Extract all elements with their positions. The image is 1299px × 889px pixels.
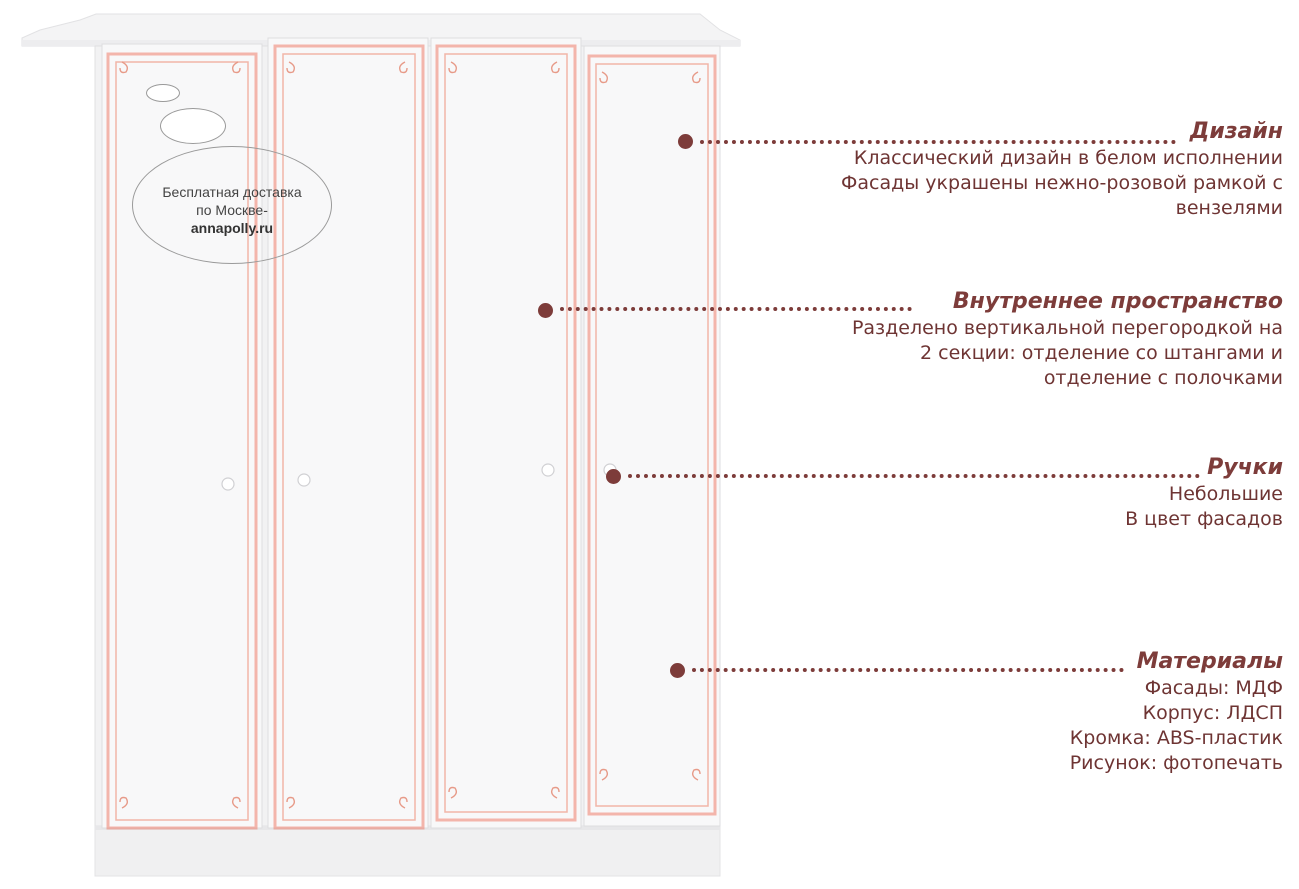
promo-bubble-small [146, 84, 180, 102]
handles-pointer-dot [606, 469, 621, 484]
design-pointer-dot [678, 134, 693, 149]
design-leader-line [700, 140, 1176, 144]
feature-handles-line-1: Небольшие [1168, 483, 1283, 505]
monogram-ornament-icons [119, 61, 701, 809]
interior-leader-line [560, 307, 912, 311]
feature-design-title: Дизайн [1189, 119, 1283, 144]
promo-line-2: по Москве- [196, 202, 268, 218]
feature-design-line-2: Фасады украшены нежно-розовой рамкой с [841, 172, 1283, 194]
feature-materials-line-1: Фасады: МДФ [1144, 677, 1283, 699]
handles-leader-line [628, 474, 1200, 478]
feature-handles-title: Ручки [1207, 455, 1283, 480]
interior-pointer-dot [538, 303, 553, 318]
door-2 [267, 37, 429, 830]
feature-interior-line-1: Разделено вертикальной перегородкой на [851, 317, 1283, 339]
feature-handles-line-2: В цвет фасадов [1125, 508, 1283, 530]
door-3 [430, 37, 582, 829]
materials-pointer-dot [670, 663, 685, 678]
feature-interior-line-2: 2 секции: отделение со штангами и [920, 342, 1283, 364]
feature-interior-title: Внутреннее пространство [952, 289, 1283, 314]
feature-materials-line-2: Корпус: ЛДСП [1142, 702, 1283, 724]
materials-leader-line [692, 668, 1124, 672]
door-4 [583, 45, 721, 827]
promo-badge: Бесплатная доставка по Москве- annapolly… [132, 146, 332, 264]
feature-materials-line-4: Рисунок: фотопечать [1069, 752, 1283, 774]
feature-interior: Внутреннее пространство Разделено вертик… [852, 288, 1283, 391]
feature-interior-line-3: отделение с полочками [1043, 367, 1283, 389]
promo-line-1: Бесплатная доставка [162, 184, 302, 200]
feature-handles: Ручки Небольшие В цвет фасадов [1125, 454, 1283, 532]
feature-materials-line-3: Кромка: ABS-пластик [1069, 727, 1283, 749]
promo-bubble-medium [160, 108, 226, 144]
feature-design-line-1: Классический дизайн в белом исполнении [853, 147, 1283, 169]
feature-design-line-3: вензелями [1175, 197, 1283, 219]
feature-design: Дизайн Классический дизайн в белом испол… [841, 118, 1283, 221]
wardrobe-image [21, 13, 741, 877]
feature-materials-title: Материалы [1136, 649, 1283, 674]
feature-materials: Материалы Фасады: МДФ Корпус: ЛДСП Кромк… [1070, 648, 1283, 776]
promo-brand: annapolly.ru [190, 220, 274, 236]
